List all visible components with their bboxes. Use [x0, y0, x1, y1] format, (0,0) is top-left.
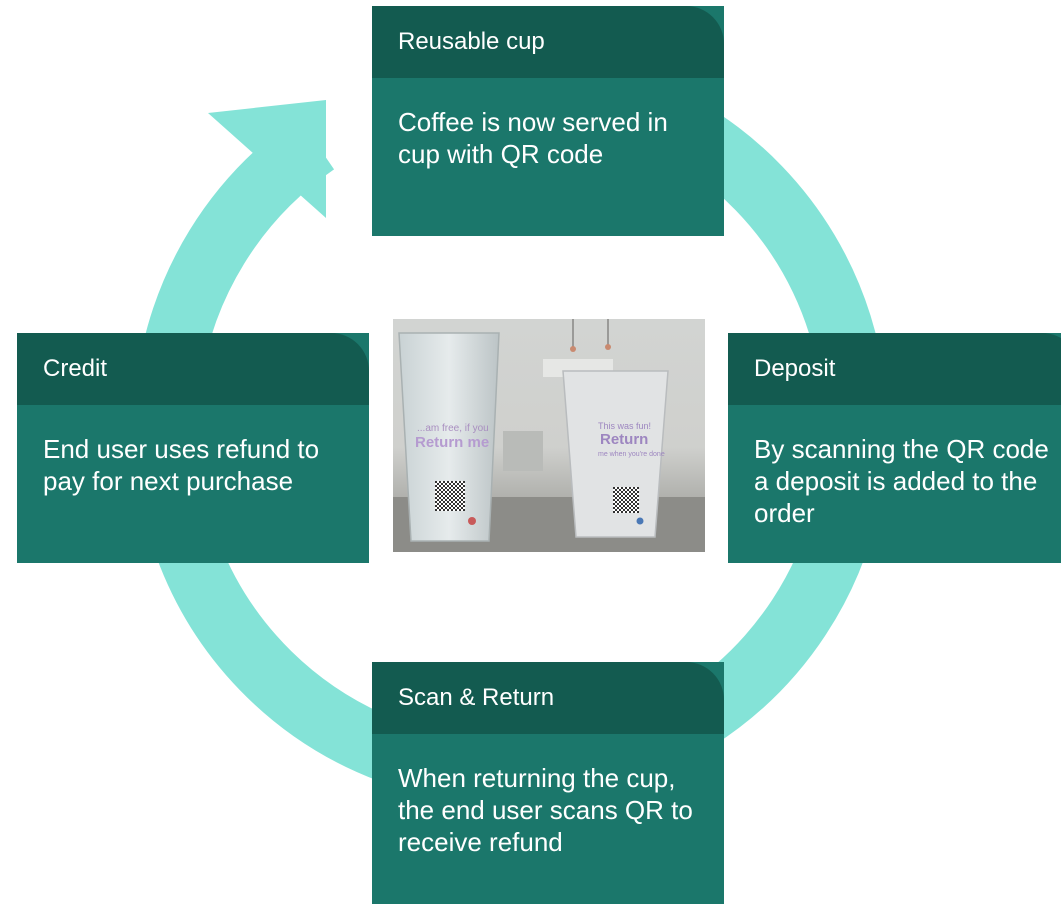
step-description: Coffee is now served in cup with QR code	[398, 107, 668, 169]
step-card-credit: Credit End user uses refund to pay for n…	[17, 333, 369, 563]
step-card-deposit: Deposit By scanning the QR code a deposi…	[728, 333, 1061, 563]
step-card-scan-return: Scan & Return When returning the cup, th…	[372, 662, 724, 904]
paper-cup-bottom-text: me when you're done	[598, 451, 665, 458]
glass-cup: ...am free, if you Return me	[398, 332, 500, 542]
paper-cup-text: Return	[600, 431, 648, 448]
step-description: End user uses refund to pay for next pur…	[43, 434, 320, 496]
step-title: Deposit	[728, 333, 1061, 405]
paper-cup-top-text: This was fun!	[598, 421, 651, 431]
reusable-cups-photo: ...am free, if you Return me This was fu…	[393, 319, 705, 552]
glass-cup-text: Return me	[415, 434, 489, 451]
glass-cup-subtext: ...am free, if you	[417, 423, 489, 434]
step-description: When returning the cup, the end user sca…	[398, 763, 693, 857]
step-title: Reusable cup	[372, 6, 724, 78]
step-title: Scan & Return	[372, 662, 724, 734]
step-card-reusable-cup: Reusable cup Coffee is now served in cup…	[372, 6, 724, 236]
step-description: By scanning the QR code a deposit is add…	[754, 434, 1049, 528]
step-title: Credit	[17, 333, 369, 405]
paper-cup: This was fun! Return me when you're done	[562, 370, 669, 538]
cycle-arrowhead	[208, 100, 326, 218]
